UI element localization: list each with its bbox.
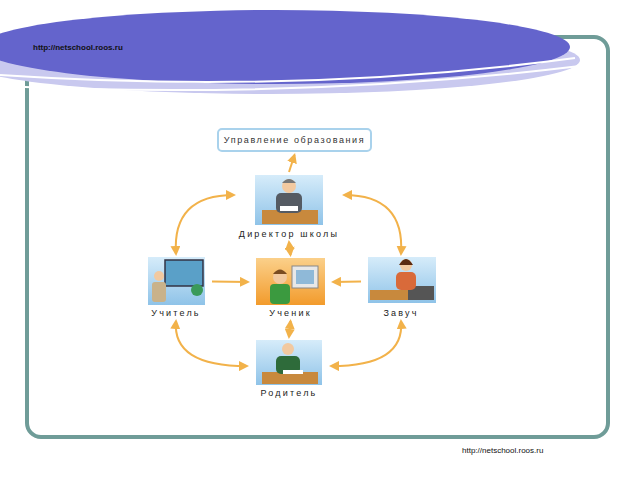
connector-arrow bbox=[289, 242, 291, 255]
node-label: Завуч bbox=[364, 308, 438, 318]
node-label: Управление образования bbox=[224, 135, 365, 145]
connector-arrow bbox=[331, 321, 401, 366]
url-label: http://netschool.roos.ru bbox=[33, 43, 123, 52]
role-node: Родитель bbox=[250, 340, 328, 398]
parent-icon bbox=[256, 340, 322, 385]
connector-arrow bbox=[289, 321, 291, 337]
process-box: Управление образования bbox=[217, 128, 372, 152]
connector-arrow bbox=[289, 155, 295, 172]
connector-arrow bbox=[212, 280, 248, 283]
role-node: Учитель bbox=[143, 257, 209, 318]
header-rim bbox=[0, 66, 580, 90]
teacher-icon bbox=[148, 257, 205, 305]
role-node: Ученик bbox=[251, 258, 330, 318]
node-label: Директор школы bbox=[237, 229, 341, 239]
slide-frame bbox=[27, 37, 608, 437]
connector-arrow bbox=[176, 321, 247, 366]
role-node: Директор школы bbox=[237, 175, 341, 239]
header-rim bbox=[0, 58, 575, 82]
node-label: Ученик bbox=[251, 308, 330, 318]
deputy-icon bbox=[368, 257, 436, 303]
node-label: Родитель bbox=[250, 388, 328, 398]
connector-arrow bbox=[333, 280, 361, 283]
student-icon bbox=[256, 258, 325, 305]
role-node: Завуч bbox=[364, 257, 438, 318]
url-label: http://netschool.roos.ru bbox=[462, 446, 543, 455]
header-band bbox=[0, 10, 570, 84]
connector-arrow bbox=[176, 195, 234, 254]
director-icon bbox=[255, 175, 323, 225]
node-label: Учитель bbox=[143, 308, 209, 318]
connector-arrow bbox=[344, 195, 401, 254]
